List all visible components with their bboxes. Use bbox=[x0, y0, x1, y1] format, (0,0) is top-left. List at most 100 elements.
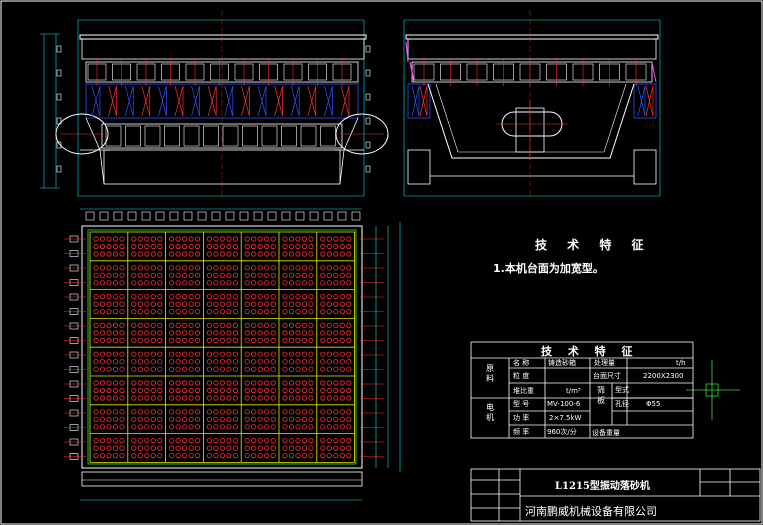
sieve-hole bbox=[264, 322, 270, 328]
dim-tick bbox=[365, 165, 371, 173]
sieve-hole bbox=[169, 380, 175, 386]
sieve-hole bbox=[99, 322, 106, 328]
edge-bolt bbox=[85, 211, 95, 221]
sieve-hole bbox=[339, 251, 345, 257]
sieve-hole bbox=[264, 380, 270, 386]
sieve-hole bbox=[206, 293, 212, 300]
sieve-hole bbox=[282, 437, 288, 444]
spring-coil bbox=[191, 85, 200, 117]
sieve-hole bbox=[157, 437, 163, 444]
sieve-hole bbox=[257, 395, 263, 401]
sieve-hole bbox=[308, 322, 314, 328]
sieve-hole bbox=[282, 380, 288, 386]
sieve-hole bbox=[333, 366, 339, 372]
sieve-hole bbox=[301, 301, 308, 307]
sieve-hole bbox=[219, 437, 225, 444]
sieve-hole bbox=[157, 452, 163, 459]
frame-cell bbox=[105, 125, 122, 147]
sieve-hole bbox=[346, 322, 352, 328]
sieve-hole bbox=[251, 395, 257, 401]
sieve-hole bbox=[150, 416, 156, 422]
sieve-hole bbox=[288, 265, 295, 271]
sieve-hole bbox=[99, 265, 106, 271]
sieve-hole bbox=[308, 380, 314, 386]
sieve-hole bbox=[251, 236, 257, 242]
sieve-hole bbox=[99, 272, 106, 278]
sieve-hole bbox=[137, 359, 143, 365]
dim-tick bbox=[56, 45, 62, 53]
sieve-hole bbox=[219, 243, 225, 250]
sieve-hole bbox=[251, 301, 257, 307]
sieve-hole bbox=[144, 351, 150, 357]
sieve-hole bbox=[226, 280, 232, 286]
sieve-hole bbox=[99, 293, 106, 300]
sieve-hole bbox=[182, 337, 188, 343]
sieve-hole bbox=[206, 395, 212, 401]
sieve-hole bbox=[175, 437, 181, 444]
sieve-hole bbox=[346, 424, 352, 430]
sieve-hole bbox=[346, 380, 352, 386]
sieve-hole bbox=[251, 409, 257, 415]
sieve-hole bbox=[320, 272, 326, 278]
sieve-hole bbox=[99, 437, 106, 444]
sieve-hole bbox=[169, 387, 175, 394]
sieve-hole bbox=[288, 366, 295, 372]
sieve-hole bbox=[106, 409, 112, 415]
sieve-hole bbox=[157, 301, 163, 307]
sieve-hole bbox=[150, 366, 156, 372]
sieve-hole bbox=[169, 251, 175, 257]
sieve-hole bbox=[119, 337, 125, 343]
sieve-hole bbox=[169, 452, 175, 459]
sieve-hole bbox=[195, 424, 201, 430]
sieve-hole bbox=[226, 387, 232, 394]
sieve-hole bbox=[320, 243, 326, 250]
sieve-hole bbox=[137, 380, 143, 386]
edge-bolt bbox=[337, 211, 347, 221]
sieve-hole bbox=[157, 416, 163, 422]
sieve-hole bbox=[226, 330, 232, 336]
sieve-hole bbox=[93, 424, 99, 430]
sieve-hole bbox=[326, 445, 332, 451]
frame-cell bbox=[125, 125, 141, 147]
sieve-hole bbox=[175, 251, 181, 257]
sieve-hole bbox=[169, 243, 175, 250]
sieve-hole bbox=[188, 330, 194, 336]
sieve-hole bbox=[226, 395, 232, 401]
sieve-hole bbox=[244, 416, 250, 422]
sieve-hole bbox=[232, 395, 238, 401]
sieve-hole bbox=[282, 387, 288, 394]
sieve-hole bbox=[270, 445, 276, 451]
sieve-hole bbox=[157, 359, 163, 365]
sieve-hole bbox=[137, 236, 143, 242]
sieve-hole bbox=[301, 395, 308, 401]
sieve-hole bbox=[301, 308, 308, 315]
sieve-hole bbox=[150, 359, 156, 365]
row-label-power: 功 率 bbox=[513, 414, 530, 422]
sieve-hole bbox=[320, 366, 326, 372]
sieve-hole bbox=[219, 366, 225, 372]
sieve-hole bbox=[137, 301, 143, 307]
sieve-hole bbox=[150, 409, 156, 415]
sieve-hole bbox=[182, 366, 188, 372]
sieve-hole bbox=[301, 272, 308, 278]
sieve-hole bbox=[282, 251, 288, 257]
sieve-hole bbox=[213, 395, 219, 401]
sieve-hole bbox=[282, 308, 288, 315]
sieve-hole bbox=[244, 322, 250, 328]
sieve-hole bbox=[219, 308, 225, 315]
sieve-hole bbox=[226, 424, 232, 430]
sieve-hole bbox=[106, 330, 112, 336]
sieve-hole bbox=[106, 280, 112, 286]
sieve-hole bbox=[213, 366, 219, 372]
sieve-hole bbox=[169, 308, 175, 315]
sieve-hole bbox=[257, 437, 263, 444]
sieve-hole bbox=[295, 251, 301, 257]
sieve-hole bbox=[232, 236, 238, 242]
sieve-hole bbox=[144, 416, 150, 422]
sieve-hole bbox=[157, 308, 163, 315]
sieve-hole bbox=[119, 251, 125, 257]
sieve-hole bbox=[144, 387, 150, 394]
spring-coil bbox=[141, 85, 151, 117]
sieve-hole bbox=[226, 416, 232, 422]
sieve-hole bbox=[282, 301, 288, 307]
